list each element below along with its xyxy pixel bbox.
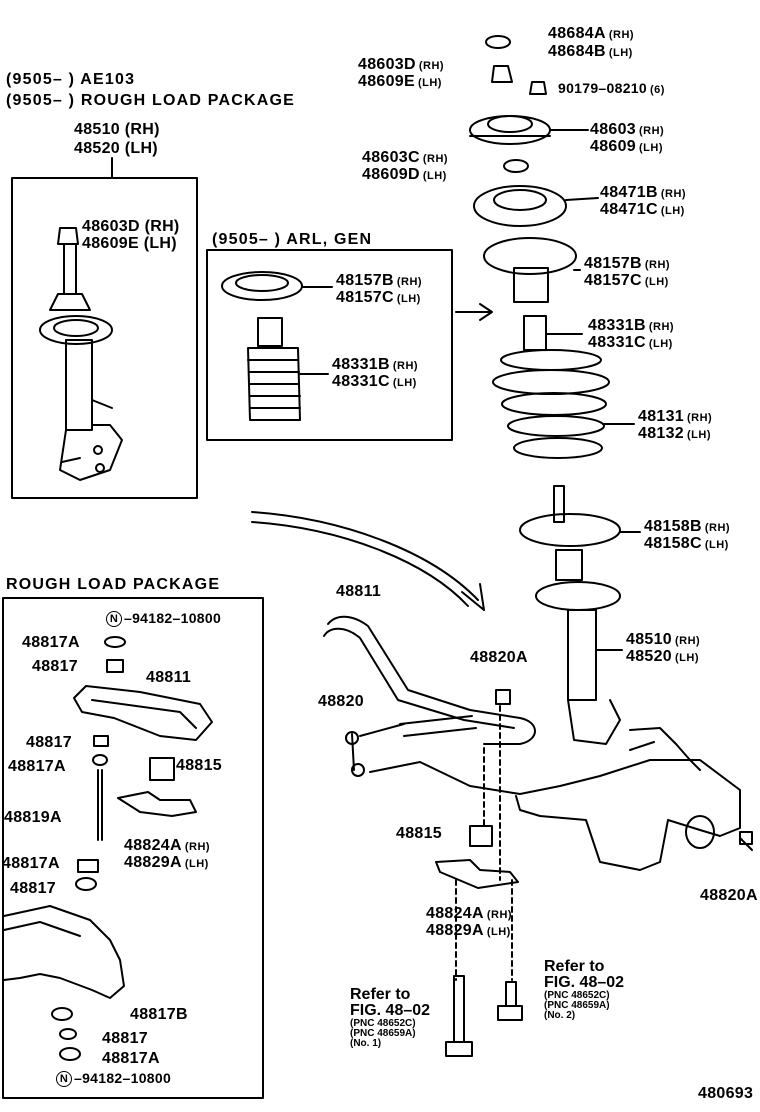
rough-p7: 48817B xyxy=(130,1006,188,1023)
assembly-nut-lh-label: 48609E (LH) xyxy=(82,235,177,252)
bracket-lh: 48829A(LH) xyxy=(426,922,511,939)
rough-p1: 48817A xyxy=(22,634,80,651)
assembly-nut-rh-label: 48603D (RH) xyxy=(82,218,180,235)
lower-seat-lh: 48158C(LH) xyxy=(644,535,729,552)
upper-seat-rh: 48471B(RH) xyxy=(600,184,687,201)
rough-nut-top: N–94182–10800 xyxy=(106,611,221,628)
circle-n-icon: N xyxy=(56,1071,72,1088)
nut-right-label: 48820A xyxy=(700,887,758,904)
insulator-rh: 48157B(RH) xyxy=(584,255,671,272)
assembly-box xyxy=(11,177,198,499)
header-rough-load: (9505– ) ROUGH LOAD PACKAGE xyxy=(6,92,296,109)
arl-box-title: (9505– ) ARL, GEN xyxy=(212,231,373,248)
bushing-label: 48815 xyxy=(396,825,442,842)
strut-rh: 48510(RH) xyxy=(626,631,701,648)
rough-box-title: ROUGH LOAD PACKAGE xyxy=(6,576,221,593)
rough-p8: 48817 xyxy=(102,1030,148,1047)
figure-id: 480693 xyxy=(698,1085,754,1102)
rough-nut-bottom: N–94182–10800 xyxy=(56,1071,171,1088)
header-ae103: (9505– ) AE103 xyxy=(6,71,136,88)
lower-seat-rh: 48158B(RH) xyxy=(644,518,731,535)
rough-p3: 48817 xyxy=(26,734,72,751)
refer-right: Refer to FIG. 48–02 (PNC 48652C) (PNC 48… xyxy=(544,958,625,1021)
bearing-lh: 48609D(LH) xyxy=(362,166,447,183)
rough-p9: 48817A xyxy=(102,1050,160,1067)
top-nut-lh: 48609E(LH) xyxy=(358,73,442,90)
bracket-rh: 48824A(RH) xyxy=(426,905,513,922)
bolt-90179: 90179–08210(6) xyxy=(558,80,665,96)
strut-assembly-lh-label: 48520 (LH) xyxy=(74,140,158,157)
bearing-rh: 48603C(RH) xyxy=(362,149,449,166)
circle-n-icon: N xyxy=(106,611,122,628)
arl-bumper-drawing xyxy=(247,317,329,421)
strut-lh: 48520(LH) xyxy=(626,648,699,665)
spring-rh: 48131(RH) xyxy=(638,408,713,425)
insulator-lh: 48157C(LH) xyxy=(584,272,669,289)
support-rh: 48603(RH) xyxy=(590,121,665,138)
strut-assembly-rh-label: 48510 (RH) xyxy=(74,121,160,138)
arl-seat-drawing xyxy=(221,271,333,301)
top-nut-rh: 48603D(RH) xyxy=(358,56,445,73)
arl-bump-lh: 48331C(LH) xyxy=(332,373,417,390)
bumper-lh: 48331C(LH) xyxy=(588,334,673,351)
bumper-rh: 48331B(RH) xyxy=(588,317,675,334)
rough-p2: 48817 xyxy=(32,658,78,675)
rough-bar: 48811 xyxy=(146,669,192,686)
arl-bump-rh: 48331B(RH) xyxy=(332,356,419,373)
rough-load-box xyxy=(2,597,264,1099)
link-label: 48820 xyxy=(318,693,364,710)
rough-p5: 48817A xyxy=(2,855,60,872)
rough-br-lh: 48829A(LH) xyxy=(124,854,209,871)
right-stack-drawing xyxy=(469,35,641,745)
rough-bolt: 48819A xyxy=(4,809,62,826)
stabilizer-bar-label: 48811 xyxy=(336,583,382,600)
bolt-drawings xyxy=(445,975,523,1057)
arl-seat-lh: 48157C(LH) xyxy=(336,289,421,306)
refer-left: Refer to FIG. 48–02 (PNC 48652C) (PNC 48… xyxy=(350,986,431,1049)
rough-box-drawings xyxy=(3,636,213,1061)
upper-seat-lh: 48471C(LH) xyxy=(600,201,685,218)
support-lh: 48609(LH) xyxy=(590,138,663,155)
rough-bush: 48815 xyxy=(176,757,222,774)
strut-assembly-drawing xyxy=(39,227,123,481)
rough-br-rh: 48824A(RH) xyxy=(124,837,211,854)
link-a-label: 48820A xyxy=(470,649,528,666)
lower-arm-drawing xyxy=(369,727,753,871)
rough-p6: 48817 xyxy=(10,880,56,897)
cap-lh: 48684B(LH) xyxy=(548,43,633,60)
rough-p4: 48817A xyxy=(8,758,66,775)
stabilizer-bar-drawing xyxy=(323,615,536,981)
cap-rh: 48684A(RH) xyxy=(548,25,635,42)
arl-box xyxy=(206,249,453,441)
spring-lh: 48132(LH) xyxy=(638,425,711,442)
arl-seat-rh: 48157B(RH) xyxy=(336,272,423,289)
